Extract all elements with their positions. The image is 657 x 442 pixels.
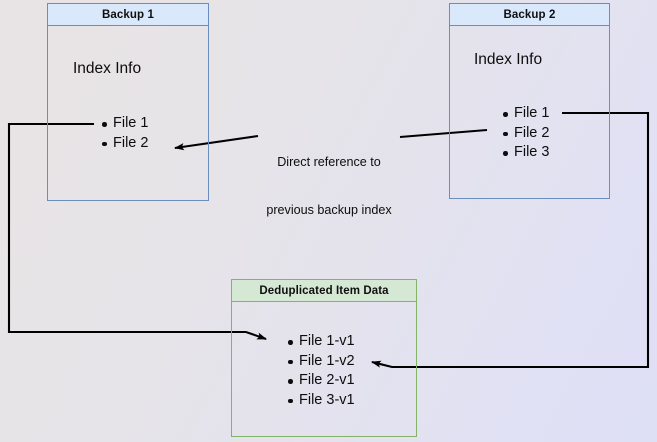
node-deduplicated-item-data-item-list: File 1-v1 File 1-v2 File 2-v1 File 3-v1 [283,332,355,410]
node-backup2-item-list: File 1 File 2 File 3 [498,104,549,163]
list-item: File 1 [101,114,148,134]
node-deduplicated-item-data-title: Deduplicated Item Data [232,280,416,302]
list-item: File 1 [502,104,549,124]
node-backup2-caption: Index Info [474,51,543,68]
node-backup2[interactable]: Backup 2 [449,3,610,199]
list-item: File 2 [101,134,148,154]
node-backup1-title: Backup 1 [48,4,208,26]
list-item: File 2-v1 [288,371,355,391]
list-item: File 3 [502,143,549,163]
edge-label-direct-reference: Direct reference to previous backup inde… [249,122,409,250]
list-item: File 1-v1 [288,332,355,352]
list-item: File 2 [502,124,549,144]
edge-label-line-2: previous backup index [266,203,392,217]
node-backup1-item-list: File 1 File 2 [97,114,148,153]
node-deduplicated-item-data[interactable]: Deduplicated Item Data [231,279,417,437]
node-backup1[interactable]: Backup 1 [47,3,209,201]
list-item: File 3-v1 [288,391,355,411]
node-backup2-title: Backup 2 [450,4,609,26]
edge-label-line-1: Direct reference to [277,155,381,169]
node-backup1-caption: Index Info [73,60,142,77]
list-item: File 1-v2 [288,352,355,372]
